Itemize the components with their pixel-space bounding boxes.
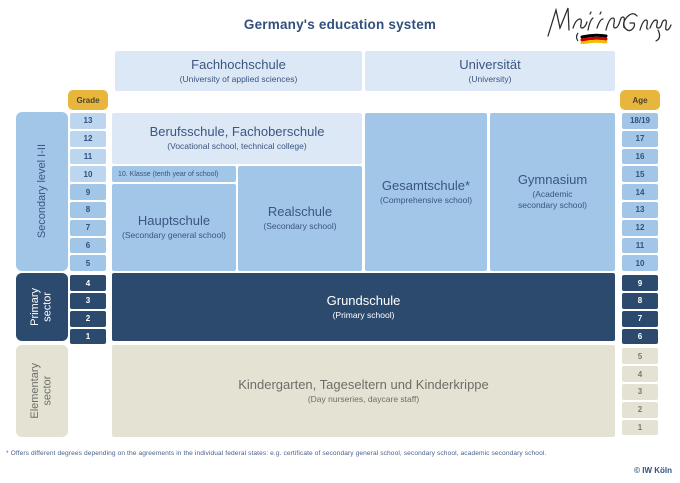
page-title: Germany's education system [243,17,437,32]
block-fachhochschule[interactable]: Fachhochschule (University of applied sc… [115,51,362,91]
sector-label-text: Primary sector [29,288,54,326]
grade-column-header: Grade [68,90,108,110]
grade-cell[interactable]: 9 [70,184,106,200]
grade-cell[interactable]: 2 [70,310,106,327]
grade-cell[interactable]: 4 [70,275,106,291]
age-cell[interactable]: 5 [622,348,658,365]
block-universitaet[interactable]: Universität (University) [365,51,615,91]
make-it-in-germany-logo [540,2,672,44]
block-title: Berufsschule, Fachoberschule [149,124,325,140]
grade-cell[interactable]: 7 [70,219,106,236]
age-cell[interactable]: 16 [622,148,658,165]
grade-cell[interactable]: 12 [70,130,106,147]
grade-cell[interactable]: 1 [70,328,106,345]
tenth-year-note: 10. Klasse (tenth year of school) [112,166,236,182]
age-cell[interactable]: 6 [622,328,658,345]
block-title: Kindergarten, Tageseltern und Kinderkrip… [238,376,489,392]
age-cell[interactable]: 17 [622,130,658,147]
grade-cell[interactable]: 13 [70,113,106,129]
block-title: Fachhochschule [191,56,286,72]
age-cell[interactable]: 3 [622,384,658,400]
block-subtitle: (Academic secondary school) [518,189,587,210]
age-cell[interactable]: 10 [622,255,658,272]
age-column-header: Age [620,90,660,110]
block-subtitle: (Vocational school, technical college) [167,141,307,152]
sector-label-elementary: Elementary sector [16,345,68,437]
age-cell[interactable]: 2 [622,401,658,418]
sector-label-text: Elementary sector [29,363,54,419]
block-hauptschule[interactable]: Hauptschule (Secondary general school) [112,184,236,271]
age-cell[interactable]: 8 [622,293,658,309]
credit-label: © IW Köln [634,466,672,475]
sector-label-text: Secondary level I-II [35,144,48,239]
sector-label-secondary: Secondary level I-II [16,112,68,271]
block-subtitle: (Secondary general school) [122,230,226,241]
block-subtitle: (Comprehensive school) [379,194,473,205]
grade-cell[interactable]: 8 [70,202,106,218]
block-title: Gesamtschule* [381,177,471,193]
block-subtitle: (University of applied sciences) [179,73,298,84]
age-cell[interactable]: 7 [622,310,658,327]
block-subtitle: (Secondary school) [263,221,337,232]
grade-cell[interactable]: 5 [70,255,106,272]
age-cell[interactable]: 12 [622,219,658,236]
grade-cell[interactable]: 11 [70,148,106,165]
block-berufsschule[interactable]: Berufsschule, Fachoberschule (Vocational… [112,113,362,164]
grade-cell[interactable]: 6 [70,237,106,254]
age-cell[interactable]: 18/19 [622,113,658,129]
block-title: Universität [459,56,521,72]
age-cell[interactable]: 14 [622,184,658,200]
age-cell[interactable]: 9 [622,275,658,291]
block-title: Gymnasium [517,172,588,188]
grade-cell[interactable]: 10 [70,166,106,183]
age-cell[interactable]: 13 [622,202,658,218]
age-cell[interactable]: 1 [622,419,658,436]
age-cell[interactable]: 4 [622,366,658,382]
footnote: * Offers different degrees depending on … [6,450,547,457]
age-cell[interactable]: 11 [622,237,658,254]
grade-cell[interactable]: 3 [70,293,106,309]
block-title: Hauptschule [137,213,211,229]
block-grundschule[interactable]: Grundschule (Primary school) [112,273,615,341]
block-subtitle: (Day nurseries, daycare staff) [307,393,420,404]
block-kindergarten[interactable]: Kindergarten, Tageseltern und Kinderkrip… [112,345,615,437]
block-gymnasium[interactable]: Gymnasium (Academic secondary school) [490,113,615,271]
sector-label-primary: Primary sector [16,273,68,341]
block-subtitle: (Primary school) [332,309,395,320]
block-title: Grundschule [326,292,401,308]
age-cell[interactable]: 15 [622,166,658,183]
block-title: Realschule [267,204,333,220]
block-subtitle: (University) [468,73,512,84]
block-gesamtschule[interactable]: Gesamtschule* (Comprehensive school) [365,113,487,271]
block-realschule[interactable]: Realschule (Secondary school) [238,166,362,271]
